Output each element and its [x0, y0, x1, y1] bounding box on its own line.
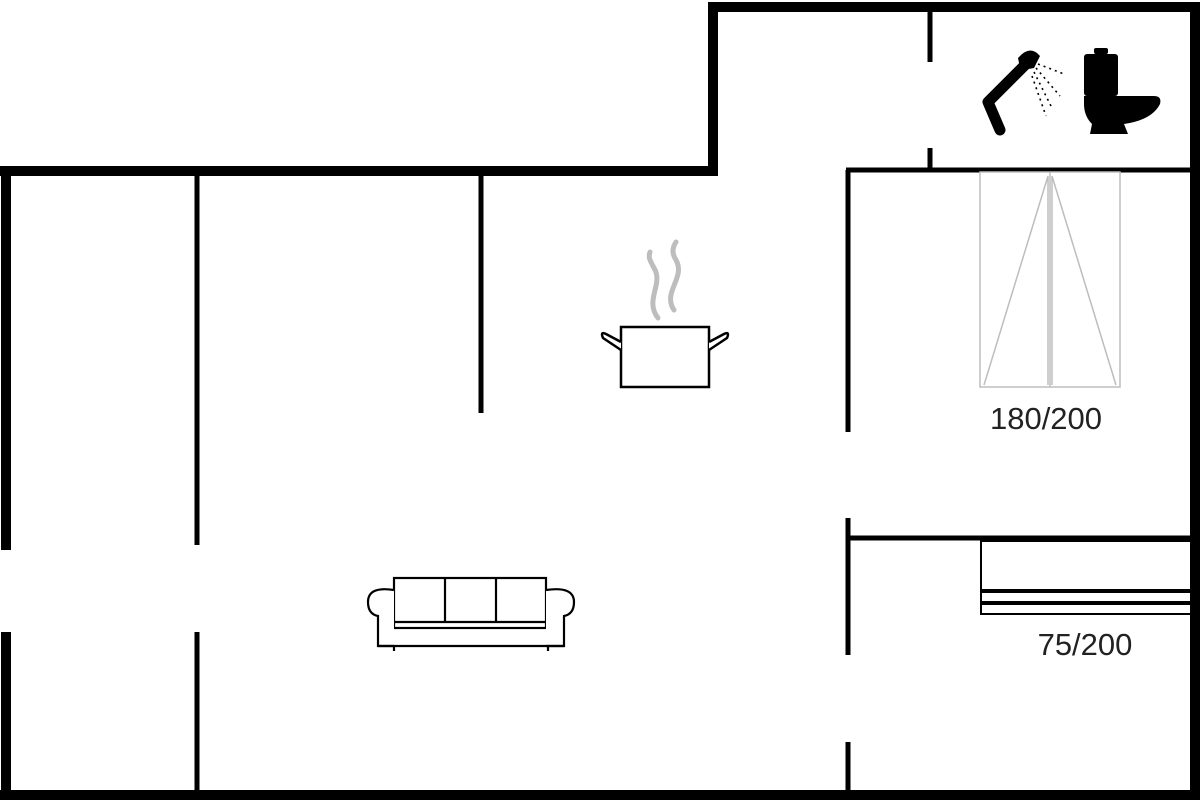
shower-hose	[982, 56, 1034, 136]
toilet-tank	[1084, 54, 1118, 96]
single-bed-edge-bottom	[981, 601, 1195, 605]
sofa-arm-left	[366, 588, 395, 648]
pot-steam	[646, 239, 681, 321]
sofa-arm-right	[545, 588, 576, 648]
cooking-pot-icon	[600, 239, 730, 389]
shower-icon	[982, 50, 1065, 136]
bed-size-label-double: 180/200	[990, 401, 1102, 436]
pot-handle-right	[708, 331, 730, 352]
pot-body	[619, 325, 711, 389]
double-bed-fold-right	[1051, 175, 1117, 386]
double-bed-icon	[979, 171, 1121, 388]
pot-handle-left	[600, 331, 622, 352]
toilet-lid-knob	[1094, 48, 1108, 54]
interior-walls	[194, 12, 1192, 792]
sofa-back	[392, 576, 548, 630]
bed-size-label-single: 75/200	[1038, 627, 1133, 662]
toilet-icon	[1084, 48, 1161, 134]
single-bed-edge-top	[981, 589, 1195, 593]
toilet-bowl	[1084, 96, 1161, 134]
double-bed-fold-left	[983, 175, 1049, 386]
single-bed-icon	[980, 540, 1196, 615]
single-bed-frame	[980, 540, 1196, 615]
shower-water	[1031, 63, 1065, 117]
sofa-icon	[366, 576, 576, 651]
shower-head	[1018, 50, 1040, 69]
